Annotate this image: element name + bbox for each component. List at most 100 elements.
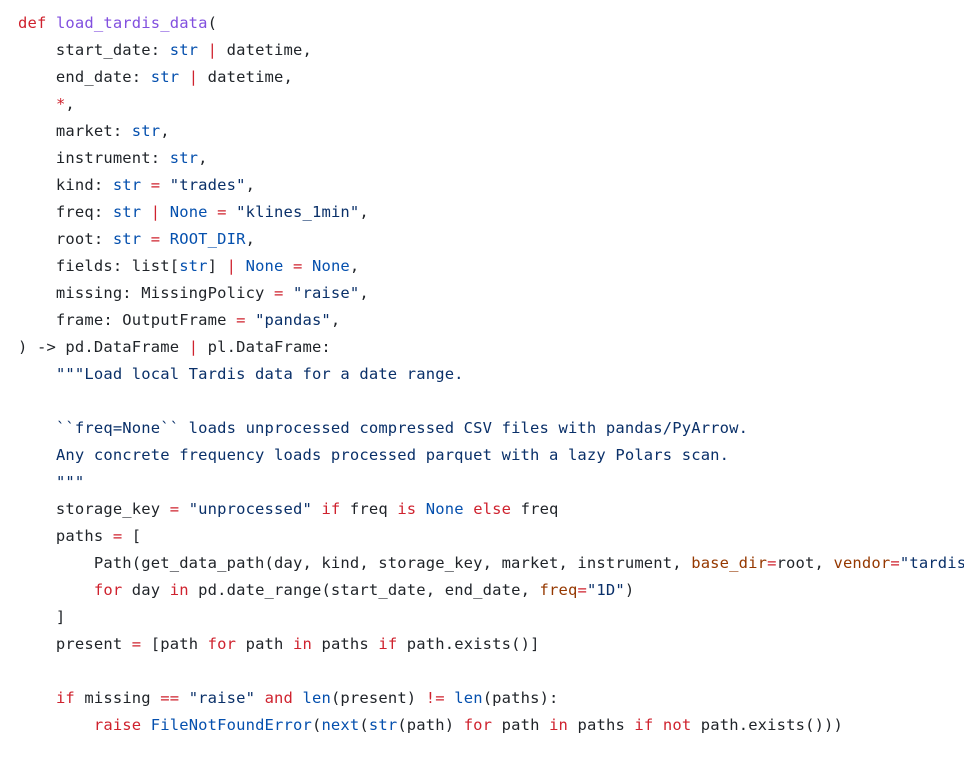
code-token-plain bbox=[18, 689, 56, 707]
code-token-string: "trades" bbox=[169, 176, 246, 194]
code-token-plain: (present) bbox=[330, 689, 426, 707]
code-token-operator: = bbox=[767, 554, 777, 572]
code-token-keyword: in bbox=[169, 581, 189, 599]
code-token-plain: , bbox=[160, 122, 170, 140]
code-token-plain bbox=[653, 716, 662, 734]
code-token-plain: path bbox=[236, 635, 294, 653]
code-line: raise FileNotFoundError(next(str(path) f… bbox=[18, 712, 964, 739]
code-token-plain: , bbox=[198, 149, 208, 167]
code-token-keyword: in bbox=[549, 716, 569, 734]
code-line: instrument: str, bbox=[18, 145, 964, 172]
code-token-operator: = bbox=[131, 635, 142, 653]
code-token-string: "pandas" bbox=[255, 311, 331, 329]
code-token-parameter: vendor bbox=[833, 554, 891, 572]
code-token-plain: (paths): bbox=[482, 689, 559, 707]
code-line: ] bbox=[18, 604, 964, 631]
code-token-operator: = bbox=[274, 284, 284, 302]
code-token-operator: = bbox=[150, 230, 161, 248]
code-token-builtin: str bbox=[179, 257, 208, 275]
code-token-keyword: else bbox=[473, 500, 512, 518]
code-token-constant: None bbox=[245, 257, 284, 275]
code-line bbox=[18, 658, 964, 685]
code-token-plain: ] bbox=[18, 608, 66, 626]
code-token-keyword: for bbox=[207, 635, 237, 653]
code-token-plain bbox=[445, 689, 454, 707]
code-token-builtin: FileNotFoundError bbox=[150, 716, 312, 734]
code-token-plain bbox=[179, 500, 188, 518]
code-token-plain: freq bbox=[340, 500, 398, 518]
code-token-plain bbox=[18, 446, 56, 464]
code-token-builtin: str bbox=[131, 122, 161, 140]
code-token-plain bbox=[160, 203, 169, 221]
code-token-plain: paths bbox=[568, 716, 635, 734]
code-token-plain: freq bbox=[511, 500, 559, 518]
code-token-plain bbox=[208, 203, 217, 221]
code-token-string: "unprocessed" bbox=[188, 500, 312, 518]
code-token-operator: = bbox=[577, 581, 587, 599]
code-line: *, bbox=[18, 91, 964, 118]
code-token-plain: ( bbox=[359, 716, 369, 734]
code-token-plain bbox=[18, 365, 56, 383]
code-token-plain bbox=[46, 14, 55, 32]
code-token-plain: paths bbox=[311, 635, 379, 653]
code-token-plain: ) bbox=[624, 581, 635, 599]
code-token-operator: | bbox=[207, 41, 218, 59]
code-token-plain: frame: OutputFrame bbox=[18, 311, 237, 329]
code-token-builtin: str bbox=[112, 176, 142, 194]
code-token-operator: | bbox=[188, 338, 199, 356]
code-token-operator: = bbox=[890, 554, 900, 572]
code-token-operator: | bbox=[226, 257, 237, 275]
code-token-plain bbox=[160, 230, 169, 248]
code-token-function: load_tardis_data bbox=[55, 14, 208, 32]
code-token-plain: market: bbox=[18, 122, 132, 140]
code-token-keyword: not bbox=[662, 716, 692, 734]
code-token-plain: fields: list[ bbox=[18, 257, 180, 275]
code-token-plain bbox=[284, 257, 293, 275]
code-token-plain: paths bbox=[18, 527, 113, 545]
code-token-plain bbox=[18, 419, 56, 437]
code-line: market: str, bbox=[18, 118, 964, 145]
code-token-plain: root: bbox=[18, 230, 113, 248]
code-token-operator: = bbox=[217, 203, 227, 221]
code-token-string: "raise" bbox=[292, 284, 360, 302]
code-line: paths = [ bbox=[18, 523, 964, 550]
code-token-plain: , bbox=[245, 176, 256, 194]
code-token-plain: missing bbox=[74, 689, 161, 707]
code-token-plain bbox=[160, 176, 169, 194]
code-token-plain: path bbox=[492, 716, 550, 734]
code-token-keyword: in bbox=[293, 635, 312, 653]
code-token-string: "1D" bbox=[586, 581, 625, 599]
code-token-comment: """Load local Tardis data for a date ran… bbox=[55, 365, 464, 383]
code-token-constant: None bbox=[169, 203, 208, 221]
code-token-builtin: str bbox=[169, 41, 199, 59]
code-token-plain: root, bbox=[776, 554, 834, 572]
code-token-plain bbox=[179, 68, 188, 86]
code-token-builtin: len bbox=[302, 689, 331, 707]
code-line: Any concrete frequency loads processed p… bbox=[18, 442, 964, 469]
code-token-keyword: if bbox=[321, 500, 341, 518]
code-token-builtin: str bbox=[169, 149, 199, 167]
code-token-keyword: if bbox=[634, 716, 654, 734]
code-token-plain: , bbox=[330, 311, 341, 329]
code-line: kind: str = "trades", bbox=[18, 172, 964, 199]
code-token-plain bbox=[303, 257, 312, 275]
code-line: root: str = ROOT_DIR, bbox=[18, 226, 964, 253]
code-token-plain: freq: bbox=[18, 203, 113, 221]
code-line: if missing == "raise" and len(present) !… bbox=[18, 685, 964, 712]
code-token-builtin: str bbox=[112, 230, 142, 248]
code-token-plain: pd.date_range(start_date, end_date, bbox=[188, 581, 540, 599]
code-line: ``freq=None`` loads unprocessed compress… bbox=[18, 415, 964, 442]
code-token-constant: None bbox=[425, 500, 464, 518]
code-token-operator: = bbox=[236, 311, 246, 329]
code-token-plain: , bbox=[359, 203, 369, 221]
code-line: ) -> pd.DataFrame | pl.DataFrame: bbox=[18, 334, 964, 361]
code-token-plain: missing: MissingPolicy bbox=[18, 284, 275, 302]
code-token-plain bbox=[179, 689, 188, 707]
code-token-plain: datetime, bbox=[217, 41, 312, 59]
code-token-plain: kind: bbox=[18, 176, 113, 194]
code-token-plain: [ bbox=[122, 527, 142, 545]
code-token-parameter: base_dir bbox=[691, 554, 768, 572]
code-token-plain bbox=[312, 500, 321, 518]
code-token-constant: ROOT_DIR bbox=[169, 230, 246, 248]
